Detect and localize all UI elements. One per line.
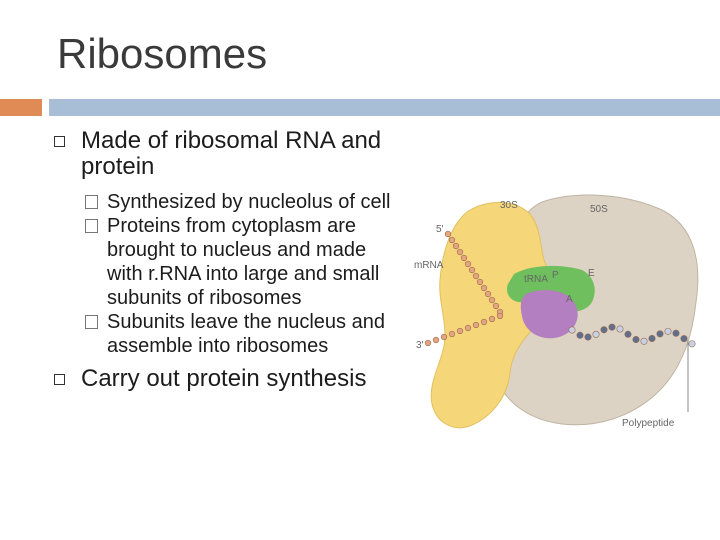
mrna-bead <box>480 284 488 292</box>
sub-bullet-text: Synthesized by nucleolus of cell <box>107 191 391 213</box>
bullet-text: Made of ribosomal RNA and protein <box>81 127 382 180</box>
mrna-bead <box>488 315 496 323</box>
accent-bar-orange <box>0 99 42 116</box>
mrna-bead <box>444 230 452 238</box>
square-bullet-icon <box>54 136 65 147</box>
label-mrna: mRNA <box>414 260 444 271</box>
mrna-bead <box>432 336 440 344</box>
label-50s: 50S <box>590 204 608 215</box>
bullet-item: Made of ribosomal RNA and protein <box>50 128 400 180</box>
bullet-text: Carry out protein synthesis <box>81 365 367 392</box>
mrna-bead <box>464 324 472 332</box>
sub-bullet-item: Subunits leave the nucleus and assemble … <box>50 310 400 358</box>
square-bullet-icon <box>85 195 98 209</box>
mrna-bead <box>456 327 464 335</box>
square-bullet-icon <box>85 315 98 329</box>
accent-bar-blue <box>49 99 720 116</box>
polypeptide-bead <box>648 334 656 342</box>
polypeptide-bead <box>624 330 632 338</box>
polypeptide-bead <box>640 337 648 345</box>
mrna-bead <box>472 321 480 329</box>
mrna-bead <box>464 260 472 268</box>
mrna-bead <box>468 266 476 274</box>
label-30s: 30S <box>500 200 518 211</box>
bullet-list: Made of ribosomal RNA and protein Synthe… <box>50 128 400 402</box>
label-e-site: E <box>588 268 595 279</box>
label-a-site: A <box>566 294 573 305</box>
mrna-bead <box>448 330 456 338</box>
bullet-item: Carry out protein synthesis <box>50 366 400 392</box>
sub-bullet-item: Synthesized by nucleolus of cell <box>50 190 400 214</box>
ribosome-illustration: 30S 50S 5' mRNA tRNA P E A 3' Polypeptid… <box>414 194 699 429</box>
mrna-bead <box>440 333 448 341</box>
polypeptide-chain <box>568 323 696 348</box>
polypeptide-bead <box>592 330 600 338</box>
label-polypeptide: Polypeptide <box>622 418 675 429</box>
polypeptide-bead <box>680 335 688 343</box>
mrna-strand <box>424 230 504 347</box>
polypeptide-bead <box>632 336 640 344</box>
polypeptide-bead <box>600 326 608 334</box>
mrna-bead <box>476 278 484 286</box>
sub-bullet-text: Proteins from cytoplasm are brought to n… <box>107 215 380 309</box>
polypeptide-bead <box>672 329 680 337</box>
polypeptide-bead <box>616 325 624 333</box>
sub-bullet-list: Synthesized by nucleolus of cell Protein… <box>50 190 400 358</box>
mrna-bead <box>460 254 468 262</box>
label-3-prime: 3' <box>416 340 424 351</box>
polypeptide-bead <box>688 340 696 348</box>
label-5-prime: 5' <box>436 224 444 235</box>
slide-title: Ribosomes <box>57 30 268 77</box>
mrna-bead <box>424 339 432 347</box>
small-subunit-shape <box>430 201 550 429</box>
polypeptide-bead <box>656 330 664 338</box>
a-site-shape <box>520 290 578 339</box>
mrna-bead <box>480 318 488 326</box>
polypeptide-bead <box>568 326 576 334</box>
mrna-bead <box>456 248 464 256</box>
sub-bullet-item: Proteins from cytoplasm are brought to n… <box>50 214 400 310</box>
label-trna: tRNA <box>524 274 548 285</box>
mrna-bead <box>496 312 504 320</box>
label-p-site: P <box>552 270 559 281</box>
polypeptide-bead <box>664 327 672 335</box>
mrna-bead <box>488 296 496 304</box>
polypeptide-bead <box>576 331 584 339</box>
polypeptide-bead <box>584 333 592 341</box>
mrna-bead <box>472 272 480 280</box>
polypeptide-bead <box>608 323 616 331</box>
mrna-bead <box>448 236 456 244</box>
mrna-bead <box>484 290 492 298</box>
sub-bullet-text: Subunits leave the nucleus and assemble … <box>107 311 385 357</box>
mrna-bead <box>452 242 460 250</box>
square-bullet-icon <box>85 219 98 233</box>
square-bullet-icon <box>54 374 65 385</box>
mrna-bead <box>492 302 500 310</box>
